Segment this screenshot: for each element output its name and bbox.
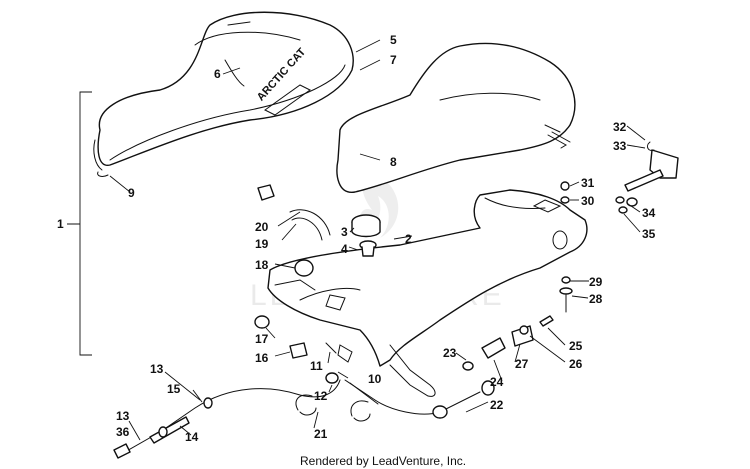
seat-assembly: ARCTIC CAT bbox=[93, 11, 354, 171]
callout-13: 13 bbox=[150, 362, 164, 376]
callout-21: 21 bbox=[314, 427, 328, 441]
rubber-bumper bbox=[561, 276, 571, 284]
assembly-bracket bbox=[67, 91, 92, 356]
callout-26: 26 bbox=[569, 357, 583, 371]
callout-32: 32 bbox=[613, 120, 627, 134]
knob bbox=[294, 259, 314, 277]
credit-text: Rendered by LeadVenture, Inc. bbox=[300, 454, 466, 468]
callout-24: 24 bbox=[490, 375, 504, 389]
callout-20: 20 bbox=[255, 220, 269, 234]
callout-17: 17 bbox=[255, 332, 269, 346]
seat-foam bbox=[336, 42, 576, 193]
callout-23: 23 bbox=[443, 346, 457, 360]
clamp bbox=[350, 400, 371, 422]
cable-clip bbox=[325, 342, 337, 354]
cable-assembly bbox=[113, 379, 341, 459]
callout-2: 2 bbox=[405, 232, 412, 246]
grommet bbox=[257, 184, 275, 201]
flat-washer bbox=[559, 287, 573, 295]
callout-6: 6 bbox=[214, 67, 221, 81]
choke-cable bbox=[344, 379, 495, 419]
callout-35: 35 bbox=[642, 227, 656, 241]
callout-4: 4 bbox=[341, 242, 348, 256]
callout-14: 14 bbox=[185, 430, 199, 444]
vent-hose bbox=[289, 209, 331, 241]
callout-36: 36 bbox=[116, 425, 130, 439]
callout-22: 22 bbox=[490, 398, 504, 412]
callout-labels: 1 2 3 4 5 6 7 8 9 10 11 12 13 13 14 15 1… bbox=[57, 33, 656, 444]
latch-assembly bbox=[615, 141, 679, 214]
seat-base bbox=[267, 189, 588, 397]
o-ring bbox=[462, 361, 474, 371]
callout-15: 15 bbox=[167, 382, 181, 396]
callout-8: 8 bbox=[390, 155, 397, 169]
callout-27: 27 bbox=[515, 357, 529, 371]
callout-25: 25 bbox=[569, 339, 583, 353]
washer bbox=[560, 196, 570, 204]
callout-29: 29 bbox=[589, 275, 603, 289]
callout-1: 1 bbox=[57, 217, 64, 231]
callout-30: 30 bbox=[581, 194, 595, 208]
callout-9: 9 bbox=[128, 186, 135, 200]
callout-12: 12 bbox=[314, 389, 328, 403]
callout-18: 18 bbox=[255, 258, 269, 272]
nut bbox=[519, 325, 529, 335]
seat-clip bbox=[97, 171, 109, 177]
callout-33: 33 bbox=[613, 139, 627, 153]
leader-lines bbox=[109, 39, 646, 441]
callout-5: 5 bbox=[390, 33, 397, 47]
screw bbox=[539, 315, 554, 327]
retainer bbox=[289, 342, 308, 359]
gas-cap bbox=[351, 214, 381, 257]
callout-13b: 13 bbox=[116, 409, 130, 423]
callout-19: 19 bbox=[255, 237, 269, 251]
callout-34: 34 bbox=[642, 206, 656, 220]
callout-7: 7 bbox=[390, 53, 397, 67]
clamp bbox=[295, 394, 317, 416]
callout-31: 31 bbox=[581, 176, 595, 190]
callout-28: 28 bbox=[589, 292, 603, 306]
callout-3: 3 bbox=[341, 225, 348, 239]
cable-bracket bbox=[337, 344, 353, 363]
seat-latch bbox=[547, 131, 571, 149]
callout-16: 16 bbox=[255, 351, 269, 365]
callout-10: 10 bbox=[368, 372, 382, 386]
fitting bbox=[481, 337, 506, 359]
cable-nut bbox=[325, 372, 339, 384]
callout-11: 11 bbox=[310, 359, 323, 373]
washer bbox=[254, 315, 270, 329]
nut bbox=[560, 181, 570, 191]
